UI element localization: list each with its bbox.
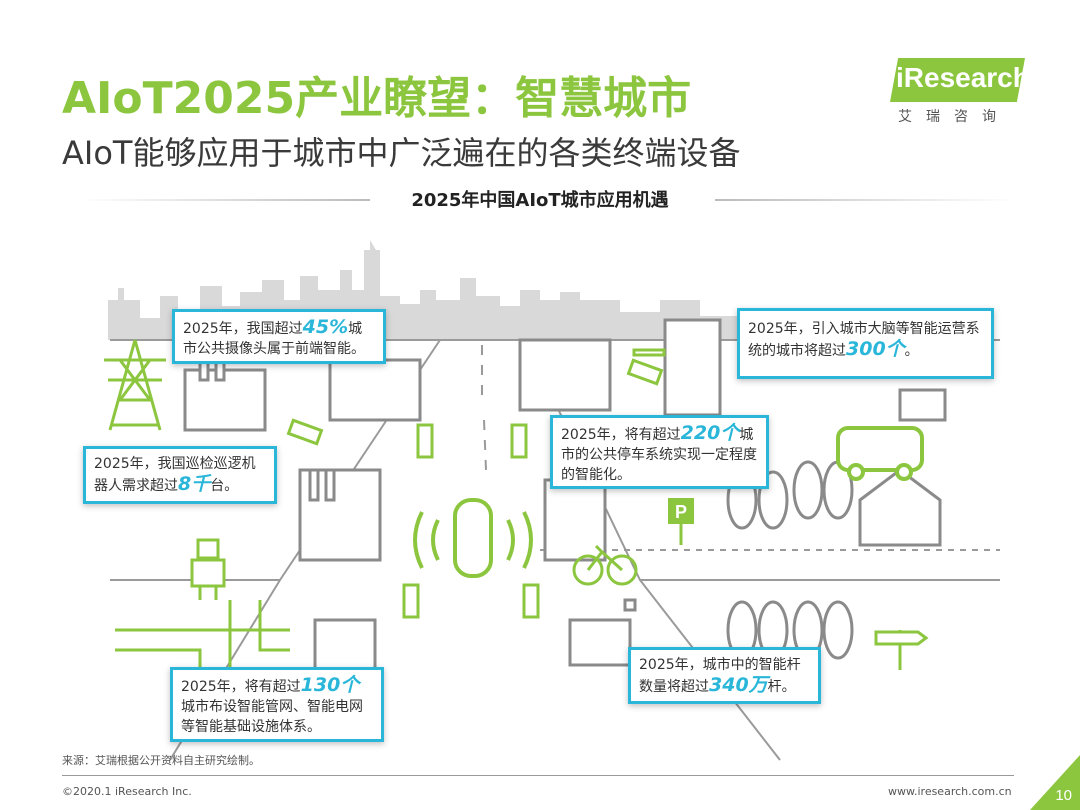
callout-infrastructure: 2025年，将有超过130个城市布设智能管网、智能电网等智能基础设施体系。 <box>170 667 384 742</box>
section-title: 2025年中国AIoT城市应用机遇 <box>0 186 1080 212</box>
traffic-lights <box>402 423 540 619</box>
logo-mark <box>890 58 1025 102</box>
copyright-text: ©2020.1 iResearch Inc. <box>62 785 192 798</box>
callout-value: 340万 <box>709 674 768 696</box>
factory-buildings <box>183 318 722 672</box>
callout-text: 。 <box>904 343 919 359</box>
callout-text: 2025年，将有超过 <box>181 679 301 695</box>
callout-text: 杆。 <box>767 679 796 695</box>
utility-pipes <box>115 600 290 700</box>
callout-value: 130个 <box>300 674 360 696</box>
callout-text: 城市的公共停车系统实现一定程度的智能化。 <box>561 427 757 483</box>
bicycle-icon <box>572 544 638 586</box>
smart-car-icon <box>413 498 533 578</box>
section-divider-left <box>80 199 370 201</box>
robot-icon <box>190 538 226 600</box>
footer-divider <box>62 775 1014 776</box>
section-title-text: 2025年中国AIoT城市应用机遇 <box>401 190 679 211</box>
page-subtitle: AIoT能够应用于城市中广泛遍在的各类终端设备 <box>62 134 741 172</box>
callout-text: 2025年，将有超过 <box>561 427 681 443</box>
iresearch-logo: iResearch 艾瑞咨询 <box>890 58 1030 128</box>
callout-value: 8千 <box>178 473 211 495</box>
trees <box>726 460 854 660</box>
bus-icon <box>836 426 924 481</box>
parking-sign-icon: P <box>668 498 694 545</box>
callout-value: 45% <box>302 316 349 338</box>
hospital-icon <box>623 598 637 612</box>
callout-text: 城市公共摄像头属于前端智能。 <box>183 321 365 357</box>
page-title: AIoT2025产业瞭望：智慧城市 <box>62 73 692 124</box>
callout-city-brain: 2025年，引入城市大脑等智能运营系统的城市将超过300个。 <box>737 308 994 379</box>
transmission-tower <box>104 339 166 431</box>
callout-text: 2025年，城市中的智能杆数量将超过 <box>639 657 801 695</box>
logo-cn-text: 艾瑞咨询 <box>898 109 1010 125</box>
callout-parking: 2025年，将有超过220个城市的公共停车系统实现一定程度的智能化。 <box>550 415 769 489</box>
callout-text: 2025年，我国巡检巡逻机器人需求超过 <box>94 456 256 494</box>
callout-value: 300个 <box>846 338 905 360</box>
callout-camera: 2025年，我国超过45%城市公共摄像头属于前端智能。 <box>172 309 386 364</box>
callout-smart-pole: 2025年，城市中的智能杆数量将超过340万杆。 <box>628 647 821 704</box>
svg-text:P: P <box>675 502 687 522</box>
callout-text: 台。 <box>210 478 239 494</box>
cameras <box>286 348 666 446</box>
callout-text: 城市布设智能管网、智能电网等智能基础设施体系。 <box>181 699 363 735</box>
callout-text: 2025年，我国超过 <box>183 321 303 337</box>
callout-value: 220个 <box>680 422 740 444</box>
callout-text: 2025年，引入城市大脑等智能运营系统的城市将超过 <box>748 321 980 359</box>
signpost-icon <box>874 630 929 670</box>
page-number: 10 <box>1055 787 1072 804</box>
callout-robot: 2025年，我国巡检巡逻机器人需求超过8千台。 <box>83 446 277 504</box>
logo-text: iResearch <box>896 62 1030 93</box>
website-link: www.iresearch.com.cn <box>888 785 1012 798</box>
source-note: 来源：艾瑞根据公开资料自主研究绘制。 <box>62 754 260 767</box>
section-divider-right <box>715 199 1015 201</box>
